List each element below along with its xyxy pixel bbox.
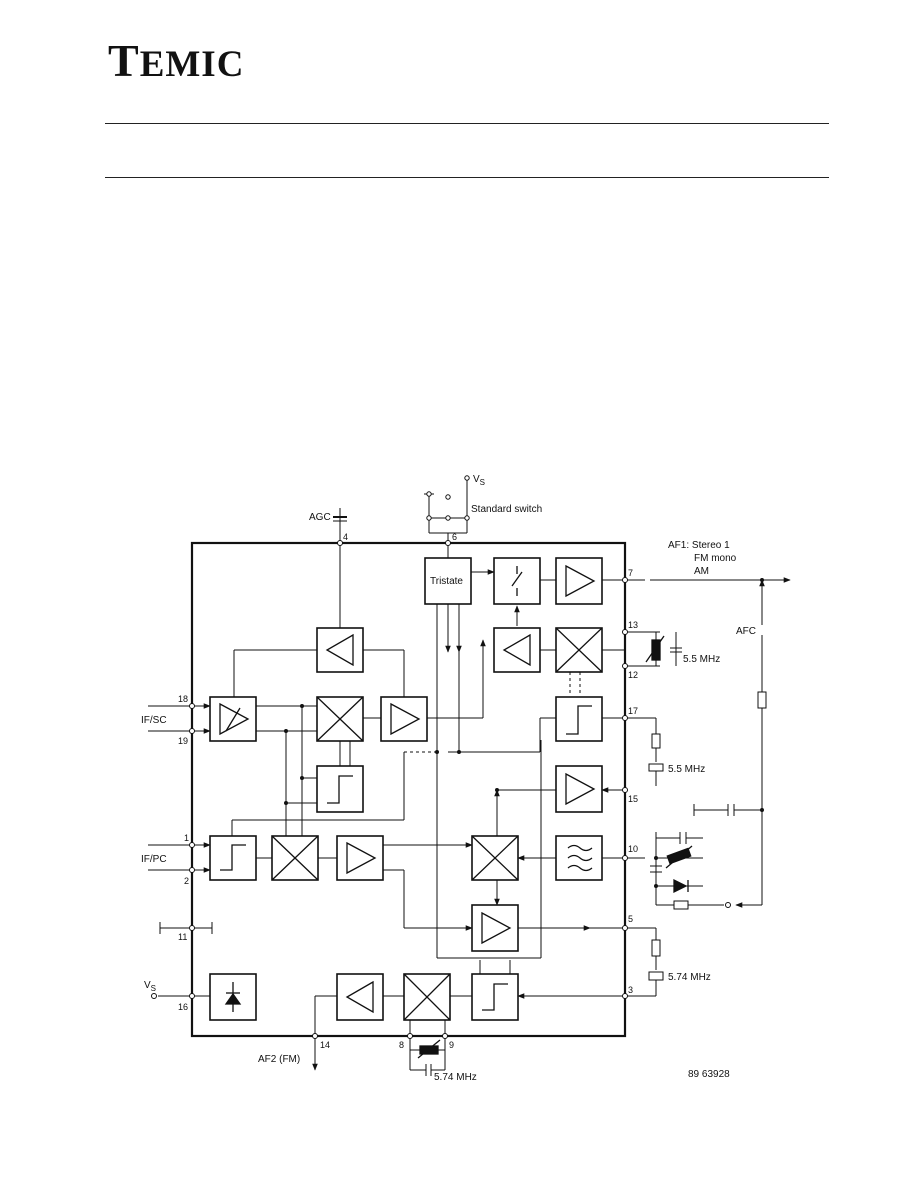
pin-12: 12 (628, 670, 638, 680)
pin-9: 9 (449, 1040, 454, 1050)
freq-55-a-label: 5.5 MHz (683, 654, 720, 665)
freq-55-b-label: 5.5 MHz (668, 764, 705, 775)
agc-amp-block (316, 627, 364, 673)
agc-label: AGC (309, 512, 331, 523)
brand-logo: TEMIC (108, 38, 244, 84)
pin-19: 19 (178, 736, 188, 746)
if-sc-label: IF/SC (141, 715, 167, 726)
pin-11: 11 (178, 932, 187, 942)
pin-14: 14 (320, 1040, 330, 1050)
pin-dots (151, 475, 731, 1039)
af2-amp-block (336, 973, 384, 1021)
pin-10: 10 (628, 844, 638, 854)
header-rule-top (105, 123, 829, 124)
vs-top-label: VS (473, 474, 485, 487)
header-rule-bottom (105, 177, 829, 178)
freq-574-b-label: 5.74 MHz (434, 1072, 477, 1083)
pin-16: 16 (178, 1002, 188, 1012)
junction-dots (284, 578, 764, 888)
pin-18: 18 (178, 694, 188, 704)
pin-6: 6 (452, 532, 457, 542)
pin-1: 1 (184, 833, 189, 843)
if-pc-limiter-block (209, 835, 257, 881)
function-blocks (209, 557, 603, 1021)
signal-wires (148, 480, 791, 1076)
afc-comparator-block (555, 696, 603, 742)
pin-4: 4 (343, 532, 348, 542)
pin-3: 3 (628, 985, 633, 995)
pin-5: 5 (628, 914, 633, 924)
fm-limiter-block (471, 973, 519, 1021)
agc-comparator-block (316, 765, 364, 813)
pin-17: 17 (628, 706, 638, 716)
brand-logo-initial: T (108, 35, 140, 86)
tristate-label: Tristate (430, 576, 463, 587)
brand-logo-rest: EMIC (139, 44, 245, 85)
am-label: AM (694, 566, 709, 577)
switch-block (493, 557, 541, 605)
ref-code-label: 89 63928 (688, 1069, 730, 1080)
standard-switch-label: Standard switch (471, 504, 542, 515)
pin-2: 2 (184, 876, 189, 886)
tristate-block (424, 557, 472, 605)
afc-label: AFC (736, 626, 756, 637)
dashed-links (404, 672, 645, 859)
pin-13: 13 (628, 620, 638, 630)
block-symbols (219, 564, 693, 1059)
pin-7: 7 (628, 568, 633, 578)
fm-mono-label: FM mono (694, 553, 737, 564)
pin-8: 8 (399, 1040, 404, 1050)
limiter-amp-block (493, 627, 541, 673)
vs-left-label: VS (144, 980, 156, 993)
pin-15: 15 (628, 794, 638, 804)
freq-574-a-label: 5.74 MHz (668, 972, 711, 983)
reference-block (209, 973, 257, 1021)
if-pc-label: IF/PC (141, 854, 167, 865)
af1-label: AF1: Stereo 1 (668, 540, 730, 551)
af2-label: AF2 (FM) (258, 1054, 300, 1065)
